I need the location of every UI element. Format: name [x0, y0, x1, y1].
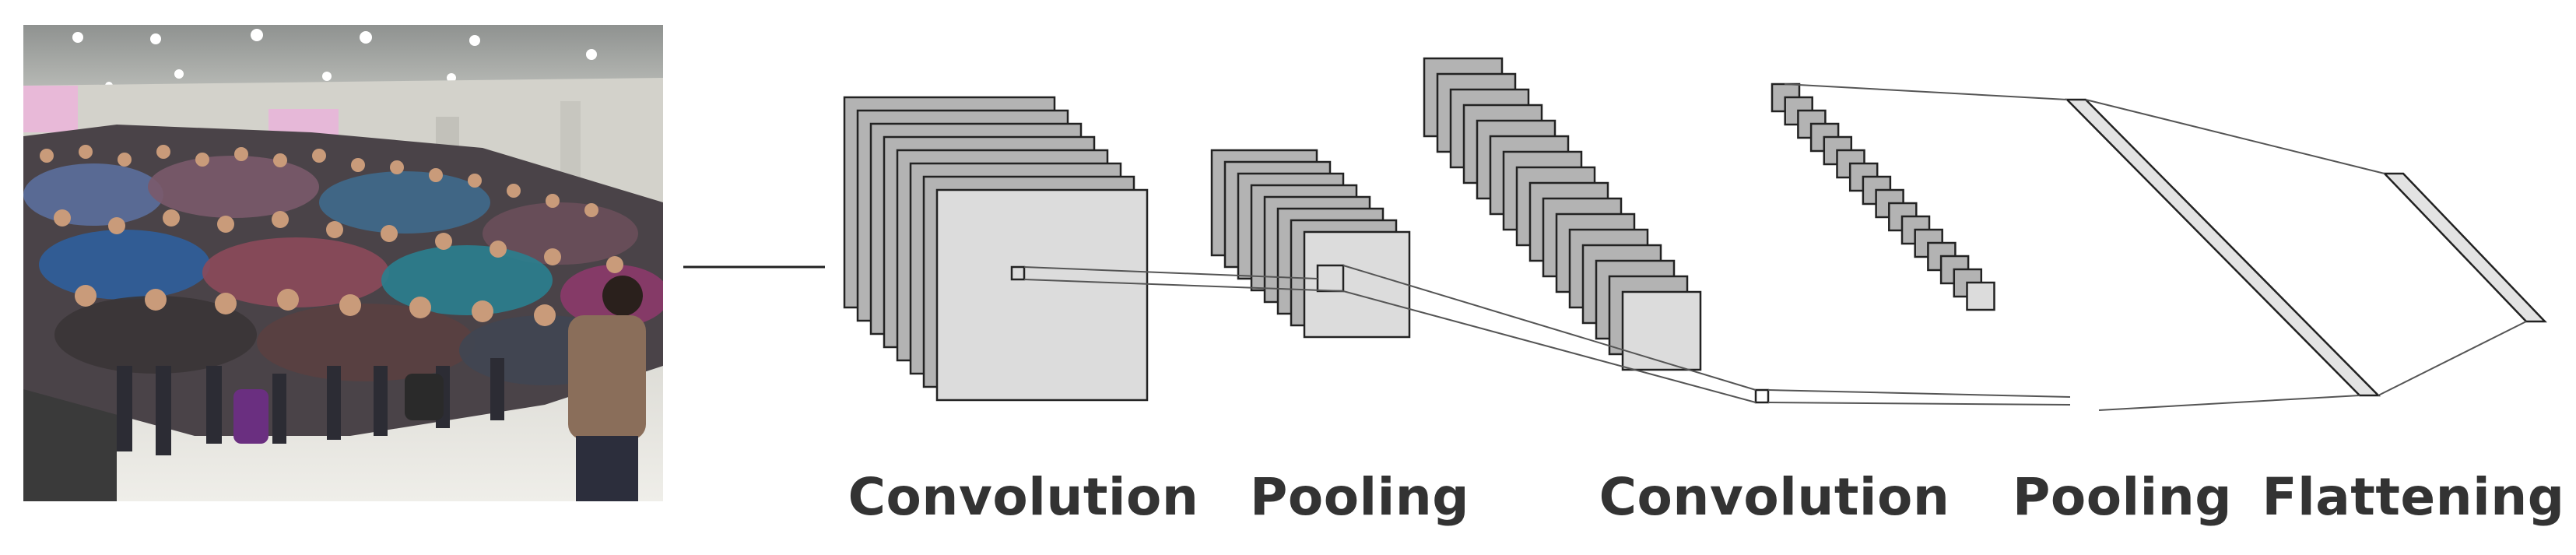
flat-layer-2	[2382, 172, 2547, 323]
conv1-kernel-square	[1010, 265, 1026, 281]
pool1-map-8	[1303, 230, 1411, 339]
pool2-feature-maps	[1771, 83, 1995, 311]
link-pool2-flat-top	[1784, 83, 2068, 100]
flat-layer-1	[2065, 98, 2381, 397]
link-pool1-conv2-top	[1342, 265, 1757, 391]
conv2-map-16	[1621, 290, 1702, 371]
pool1-feature-maps	[1210, 149, 1411, 339]
link-pool2-flat-bottom	[2098, 395, 2360, 411]
conv2-feature-maps	[1423, 57, 1702, 371]
link-conv1-pool1-bottom	[1023, 279, 1344, 292]
link-flat1-flat2-bottom	[2378, 321, 2527, 396]
flattening-layers	[2065, 98, 2547, 397]
link-conv1-pool1-top	[1023, 266, 1318, 279]
link-conv2-pool2-bottom	[1767, 402, 2071, 406]
conv1-map-8	[935, 188, 1149, 402]
pool2-map-16	[1966, 281, 1995, 311]
label-pooling-1: Pooling	[1249, 467, 1470, 527]
label-convolution-1: Convolution	[848, 467, 1199, 527]
conv1-feature-maps	[843, 96, 1149, 402]
label-pooling-2: Pooling	[2012, 467, 2233, 527]
label-flattening: Flattening	[2262, 467, 2565, 527]
label-convolution-2: Convolution	[1599, 467, 1950, 527]
link-flat1-flat2-top	[2085, 99, 2385, 174]
input-image	[23, 25, 663, 501]
link-conv2-pool2-top	[1767, 389, 2071, 398]
conv2-kernel-square	[1754, 388, 1770, 404]
link-pool1-conv2-bottom	[1342, 290, 1757, 403]
connection-lines	[1010, 83, 2527, 411]
